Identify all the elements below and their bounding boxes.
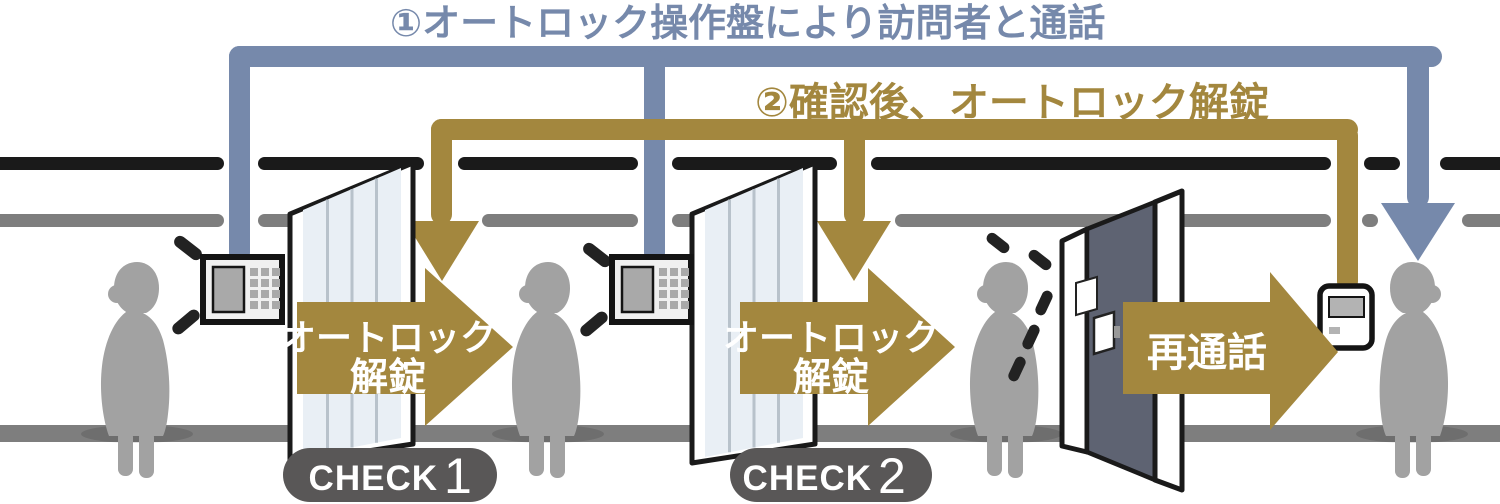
unlock-arrow-1-label-line2: 解錠 — [350, 357, 426, 399]
check2-number: 2 — [878, 448, 906, 504]
check1-badge: CHECK 1 — [283, 448, 497, 504]
unlock-arrow-2-label-line2: 解錠 — [793, 357, 869, 399]
unlock-arrow-1 — [297, 268, 513, 426]
entrance-panel-2-keypad-intercom-icon — [609, 254, 694, 325]
ceiling-line — [0, 157, 1500, 170]
sound-waves-panel-2 — [580, 242, 611, 337]
unlock-arrow-1-label-line1: オートロック — [280, 317, 496, 358]
step2-title: ②確認後、オートロック解錠 — [755, 81, 1269, 125]
check2-word: CHECK — [743, 459, 872, 498]
visitor-1-person-silhouette-icon — [100, 262, 170, 478]
call-route-line — [229, 46, 1455, 263]
check2-badge: CHECK 2 — [730, 448, 932, 504]
sound-waves-panel-1 — [172, 235, 202, 335]
visitor-2-person-silhouette-icon — [511, 262, 581, 478]
step1-title: ①オートロック操作盤により訪問者と通話 — [390, 3, 1105, 45]
recall-arrow — [1123, 272, 1338, 430]
check1-number: 1 — [444, 448, 472, 504]
unlock-arrowhead-icon — [817, 221, 891, 281]
check1-word: CHECK — [309, 459, 438, 498]
door-lock-box — [1092, 310, 1116, 356]
sound-waves-apartment-door — [986, 232, 1053, 382]
resident-person-silhouette-icon — [1379, 262, 1449, 478]
room-monitor-intercom-icon — [1317, 283, 1375, 351]
unlock-arrowhead-icon — [405, 221, 479, 281]
visitor-3-person-silhouette-icon — [969, 262, 1039, 478]
call-arrowhead-icon — [1381, 203, 1455, 261]
door-knob — [1114, 326, 1120, 338]
recall-arrow-label: 再通話 — [1147, 331, 1267, 375]
entrance-panel-1-keypad-intercom-icon — [200, 254, 285, 325]
apartment-door — [1059, 188, 1185, 493]
unlock-route-line — [405, 119, 1358, 292]
door-hinge-plate — [1075, 275, 1098, 317]
unlock-arrow-2-label-line1: オートロック — [723, 317, 939, 358]
unlock-arrow-2 — [740, 268, 955, 426]
